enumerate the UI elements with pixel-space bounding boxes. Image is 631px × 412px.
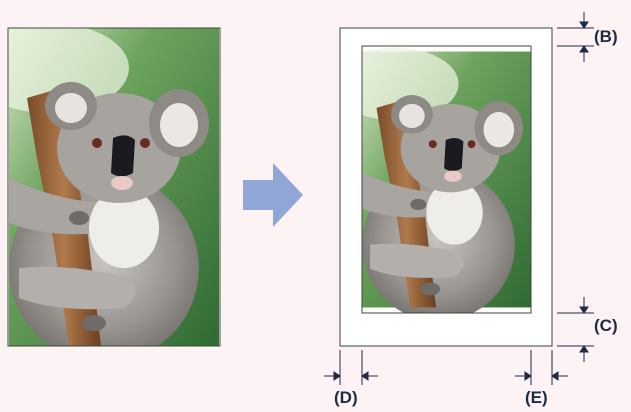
label-c: (C)	[594, 316, 618, 336]
right-arrow-icon	[243, 163, 303, 227]
source-photo	[0, 23, 220, 363]
label-e: (E)	[525, 388, 548, 408]
label-b: (B)	[594, 27, 618, 47]
label-d: (D)	[334, 388, 358, 408]
